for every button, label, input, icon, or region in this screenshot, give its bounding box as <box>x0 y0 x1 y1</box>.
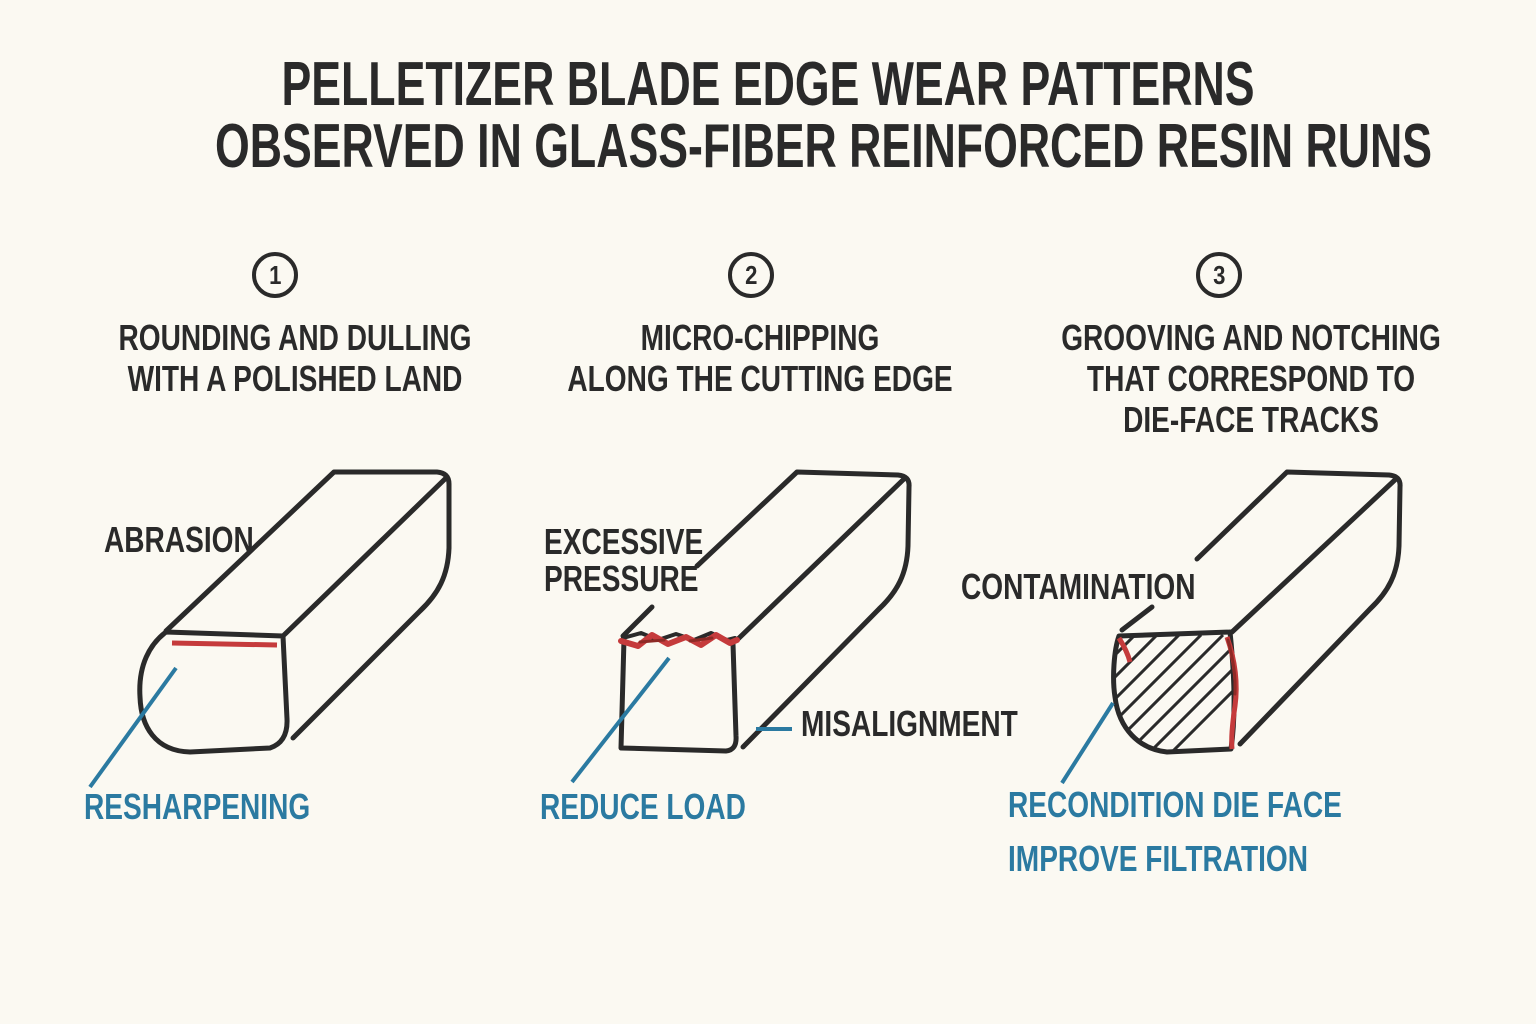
blade-diagram-3 <box>1060 469 1403 785</box>
blade-3-wear-mark-accent <box>1226 638 1237 696</box>
blade-2-inner-edge <box>734 475 908 643</box>
panel-2-heading-line-2: ALONG THE CUTTING EDGE <box>567 358 953 399</box>
label-recondition-die-face: RECONDITION DIE FACE <box>1008 784 1342 825</box>
blade-2-body-outline <box>620 469 912 750</box>
label-reduce-load: REDUCE LOAD <box>540 786 746 827</box>
panel-2-heading: MICRO-CHIPPING ALONG THE CUTTING EDGE <box>500 317 1020 399</box>
blade-1-wear-mark-rounded-land <box>171 640 278 648</box>
pointer-line-recondition <box>1060 701 1115 785</box>
blade-1-body-outline <box>163 469 452 741</box>
label-resharpening: RESHARPENING <box>84 786 311 827</box>
blade-2-front-face <box>618 636 739 754</box>
pointer-line-resharpening <box>88 666 178 789</box>
pointer-line-reduce-load <box>570 656 671 784</box>
blade-3-body-outline <box>1119 469 1403 747</box>
blade-3-hatching <box>1113 633 1235 752</box>
panel-3-heading: GROOVING AND NOTCHING THAT CORRESPOND TO… <box>991 317 1511 440</box>
panel-3-step-number: 3 <box>1212 259 1226 290</box>
panel-1-step-badge: 1 <box>252 252 298 298</box>
panel-3-step-badge: 3 <box>1196 252 1242 298</box>
label-improve-filtration: IMPROVE FILTRATION <box>1008 838 1309 879</box>
blade-1-front-face <box>137 629 290 755</box>
panel-1-step-number: 1 <box>268 259 282 290</box>
panel-2-step-number: 2 <box>744 259 758 290</box>
panel-3-heading-line-2: THAT CORRESPOND TO <box>1086 358 1416 399</box>
figure-title-line-2: OBSERVED IN GLASS-FIBER REINFORCED RESIN… <box>215 112 1433 181</box>
blade-1-inner-edge <box>281 475 449 638</box>
label-abrasion: ABRASION <box>104 519 254 560</box>
panel-3-heading-line-3: DIE-FACE TRACKS <box>1123 399 1379 440</box>
panel-2-heading-line-1: MICRO-CHIPPING <box>640 317 880 358</box>
panel-3-heading-line-1: GROOVING AND NOTCHING <box>1061 317 1441 358</box>
figure-title: PELLETIZER BLADE EDGE WEAR PATTERNS OBSE… <box>0 54 1536 178</box>
figure-title-line-1: PELLETIZER BLADE EDGE WEAR PATTERNS <box>281 50 1255 119</box>
panel-1-heading: ROUNDING AND DULLING WITH A POLISHED LAN… <box>35 317 555 399</box>
panel-1-heading-line-1: ROUNDING AND DULLING <box>118 317 472 358</box>
label-misalignment: MISALIGNMENT <box>801 703 1018 744</box>
blade-3-inner-edge <box>1229 475 1400 635</box>
panel-2-step-badge: 2 <box>728 252 774 298</box>
blade-2-wear-mark-accent <box>638 636 714 644</box>
label-excessive-pressure: EXCESSIVE PRESSURE <box>544 521 704 599</box>
blade-diagram-2 <box>570 469 912 784</box>
blade-3-wear-mark-left-groove <box>1116 636 1133 663</box>
label-contamination: CONTAMINATION <box>961 566 1196 607</box>
blade-diagram-1 <box>88 469 452 789</box>
panel-1-heading-line-2: WITH A POLISHED LAND <box>127 358 463 399</box>
